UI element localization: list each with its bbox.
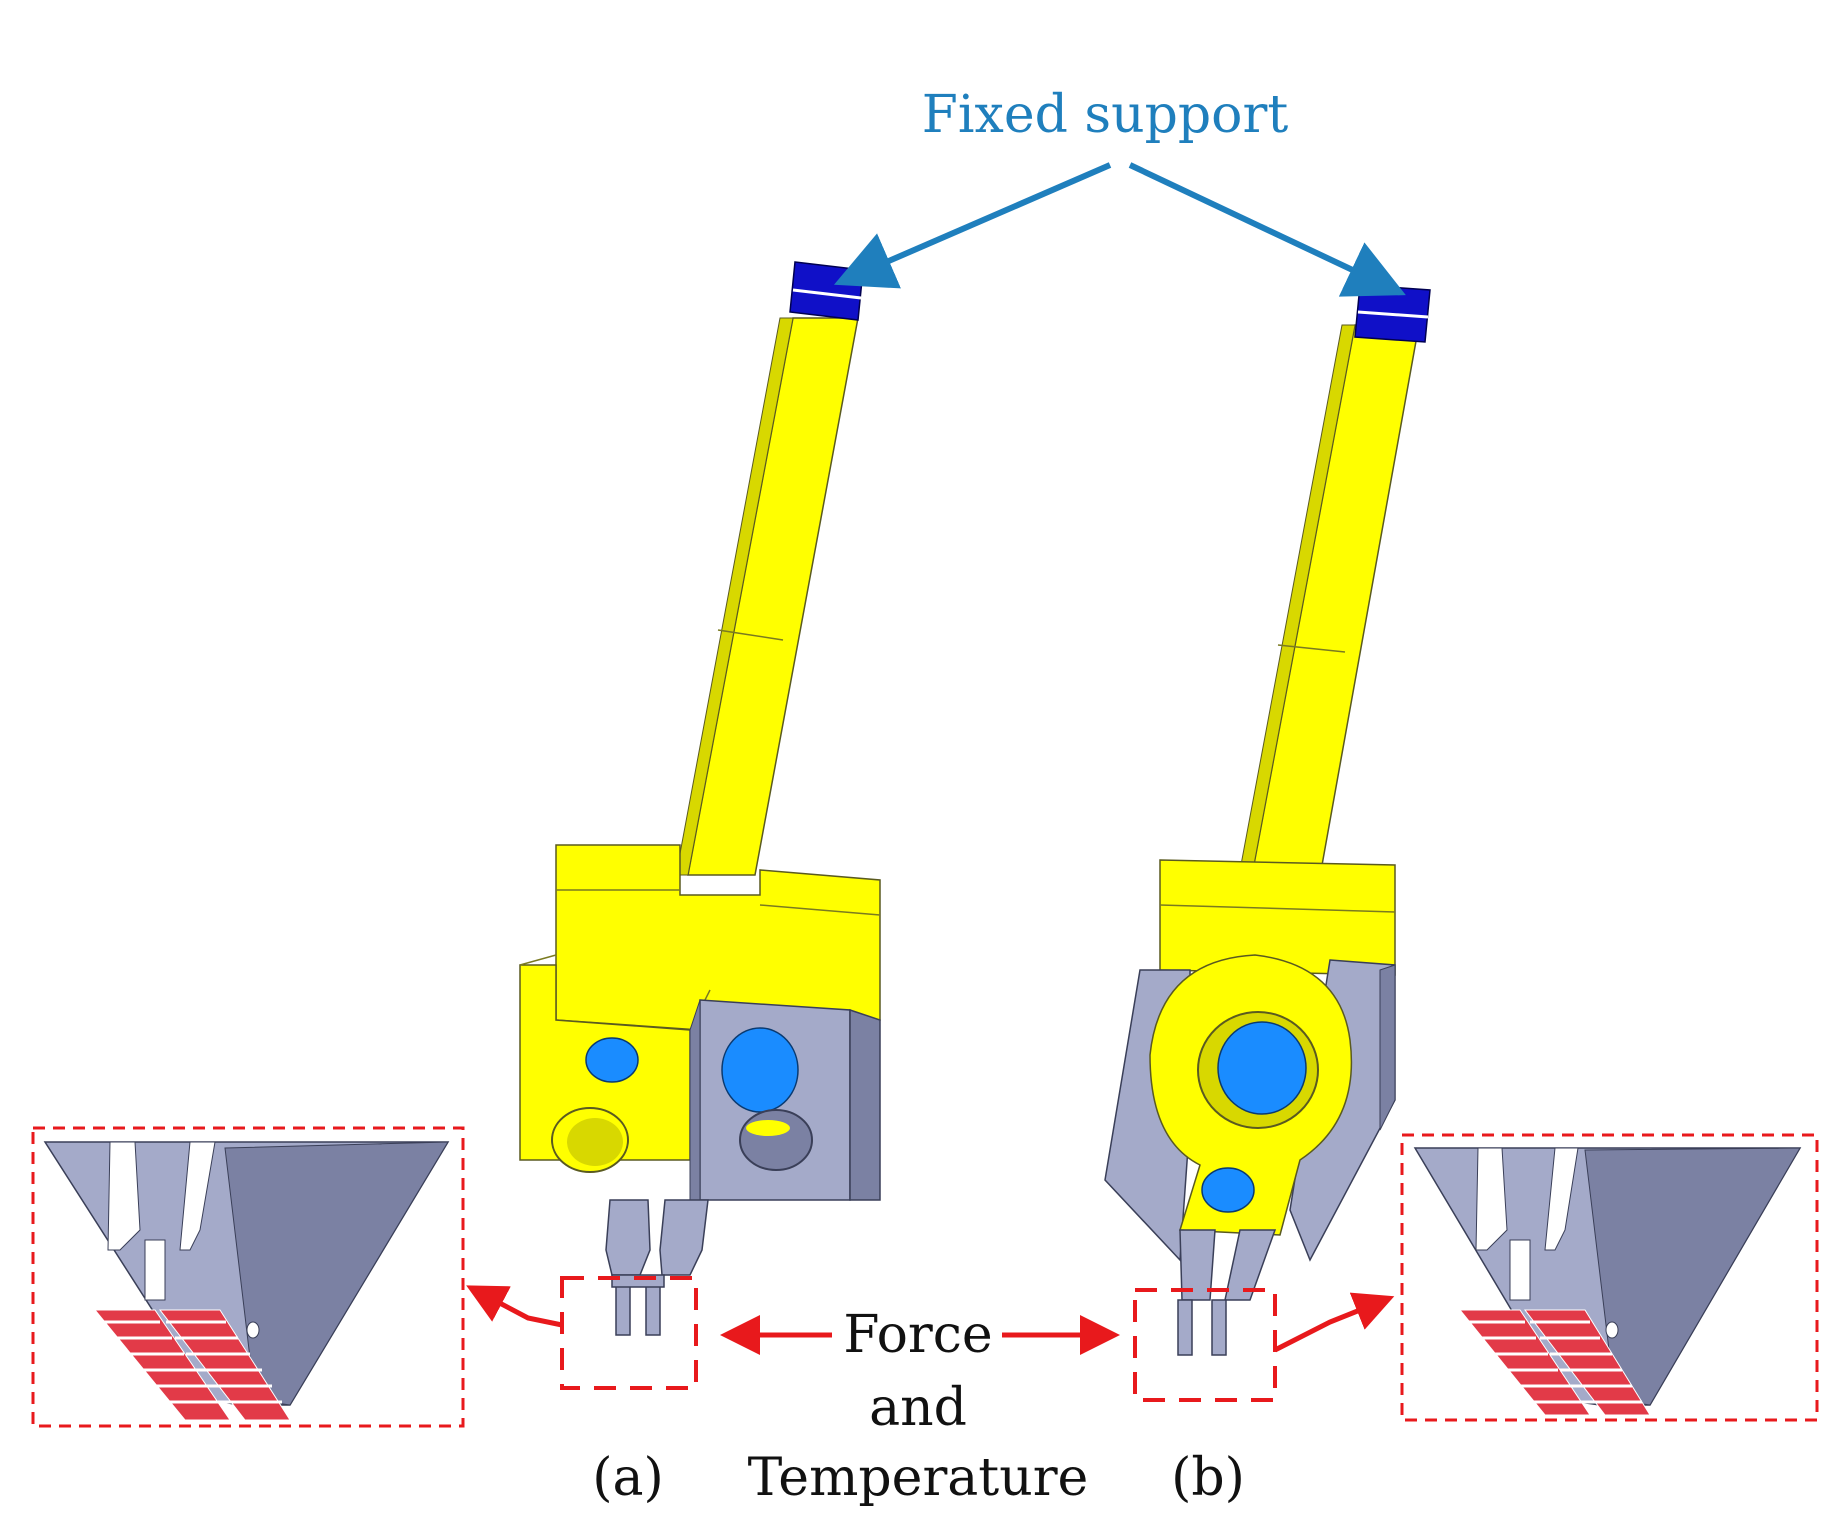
hole-b-2 [1201, 1167, 1255, 1213]
finger-b-left [1179, 1229, 1216, 1301]
heat-pads-a [93, 1309, 291, 1421]
finger-b-right [1224, 1229, 1277, 1301]
force-label-line2: and [869, 1378, 967, 1438]
inset-b-border [1400, 1133, 1819, 1422]
zoom-box-b [1133, 1288, 1277, 1402]
heat-pads-b [1458, 1309, 1651, 1416]
force-label-line1: Force [843, 1305, 992, 1365]
fixed-support-a [789, 261, 864, 321]
panel-a-label: (a) [592, 1448, 664, 1508]
body-b-plate [1159, 859, 1396, 976]
inset-a-border [31, 1126, 465, 1428]
arm-a-side [675, 317, 794, 876]
hole-a-1 [585, 1037, 639, 1083]
force-label-line3: Temperature [748, 1448, 1089, 1508]
panel-b-label: (b) [1171, 1448, 1245, 1508]
hole-b-1 [1217, 1021, 1307, 1115]
fixed-support-b [1354, 284, 1431, 343]
fixed-support-label: Fixed support [922, 85, 1289, 145]
zoom-inset-a [31, 1126, 465, 1428]
double-arrow-icon [466, 1285, 1395, 1355]
finger-a-right [659, 1199, 709, 1276]
zoom-inset-b [1400, 1133, 1819, 1422]
gripper-a [519, 261, 881, 1336]
gripper-b [1104, 284, 1431, 1356]
zoom-box-a [560, 1276, 698, 1390]
finger-a-left [605, 1199, 651, 1276]
hole-a-3 [721, 1027, 799, 1113]
arrow-icon [833, 162, 1406, 297]
